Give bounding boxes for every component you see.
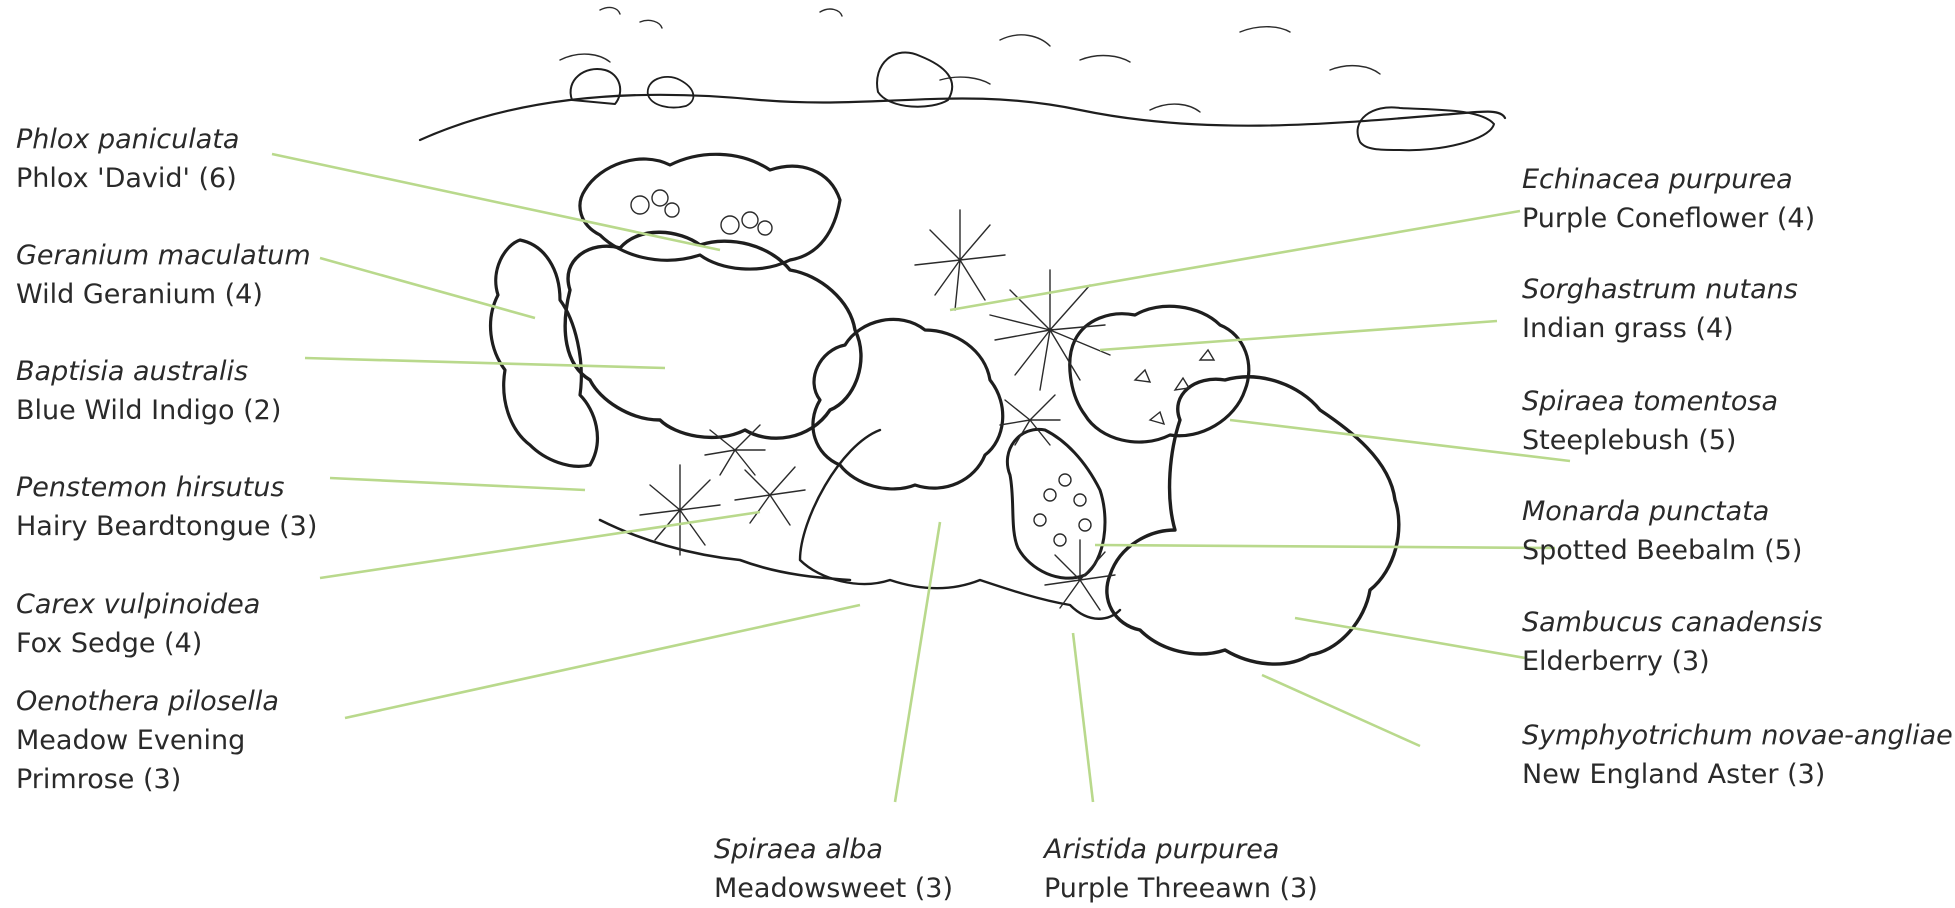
common-name: Purple Coneflower (4) xyxy=(1522,199,1815,238)
plant-label-spiraea-tomentosa: Spiraea tomentosa Steeplebush (5) xyxy=(1522,382,1778,460)
common-name: Hairy Beardtongue (3) xyxy=(16,507,317,546)
scientific-name: Carex vulpinoidea xyxy=(16,585,260,624)
plant-label-geranium: Geranium maculatum Wild Geranium (4) xyxy=(16,236,311,314)
leader-lines xyxy=(272,154,1570,802)
scientific-name: Spiraea tomentosa xyxy=(1522,382,1778,421)
plant-label-phlox: Phlox paniculata Phlox 'David' (6) xyxy=(16,120,239,198)
leader-line-monarda xyxy=(1095,545,1555,548)
scientific-name: Echinacea purpurea xyxy=(1522,160,1815,199)
scientific-name: Symphyotrichum novae-angliae xyxy=(1522,716,1953,755)
common-name: Blue Wild Indigo (2) xyxy=(16,391,281,430)
leader-line-baptisia xyxy=(305,358,665,368)
scientific-name: Phlox paniculata xyxy=(16,120,239,159)
plant-label-spiraea-alba: Spiraea alba Meadowsweet (3) xyxy=(714,830,953,908)
common-name: Spotted Beebalm (5) xyxy=(1522,531,1802,570)
leader-line-oenothera xyxy=(345,605,860,718)
background-boulders-sketch xyxy=(420,7,1505,150)
leader-line-penstemon xyxy=(330,478,585,490)
common-name: Indian grass (4) xyxy=(1522,309,1798,348)
leader-line-carex xyxy=(320,512,760,578)
flower-clusters xyxy=(631,190,1214,546)
plant-label-echinacea: Echinacea purpurea Purple Coneflower (4) xyxy=(1522,160,1815,238)
plant-label-aristida: Aristida purpurea Purple Threeawn (3) xyxy=(1044,830,1318,908)
scientific-name: Oenothera pilosella xyxy=(16,682,279,721)
scientific-name: Sambucus canadensis xyxy=(1522,603,1822,642)
scientific-name: Spiraea alba xyxy=(714,830,953,869)
grass-bursts xyxy=(640,210,1115,610)
common-name: Wild Geranium (4) xyxy=(16,275,311,314)
plant-label-baptisia: Baptisia australis Blue Wild Indigo (2) xyxy=(16,352,281,430)
leader-line-geranium xyxy=(320,258,535,318)
plant-label-symphyotrichum: Symphyotrichum novae-angliae New England… xyxy=(1522,716,1953,794)
leader-line-spiraea-alba xyxy=(895,522,940,802)
common-name: Meadowsweet (3) xyxy=(714,869,953,908)
leader-line-sorghastrum xyxy=(1100,321,1497,350)
scientific-name: Penstemon hirsutus xyxy=(16,468,317,507)
leader-line-spiraea-tomentosa xyxy=(1230,420,1570,461)
common-name: Fox Sedge (4) xyxy=(16,624,260,663)
scientific-name: Baptisia australis xyxy=(16,352,281,391)
plant-label-penstemon: Penstemon hirsutus Hairy Beardtongue (3) xyxy=(16,468,317,546)
scientific-name: Aristida purpurea xyxy=(1044,830,1318,869)
leader-line-aristida xyxy=(1073,633,1093,802)
common-name: Steeplebush (5) xyxy=(1522,421,1778,460)
common-name: Meadow Evening Primrose (3) xyxy=(16,721,276,799)
plant-label-monarda: Monarda punctata Spotted Beebalm (5) xyxy=(1522,492,1802,570)
leader-line-echinacea xyxy=(950,211,1520,310)
common-name: Elderberry (3) xyxy=(1522,642,1822,681)
common-name: Phlox 'David' (6) xyxy=(16,159,239,198)
scientific-name: Monarda punctata xyxy=(1522,492,1802,531)
plant-label-oenothera: Oenothera pilosella Meadow Evening Primr… xyxy=(16,682,279,799)
scientific-name: Geranium maculatum xyxy=(16,236,311,275)
common-name: Purple Threeawn (3) xyxy=(1044,869,1318,908)
plant-label-sorghastrum: Sorghastrum nutans Indian grass (4) xyxy=(1522,270,1798,348)
scientific-name: Sorghastrum nutans xyxy=(1522,270,1798,309)
leader-line-sambucus xyxy=(1295,618,1525,658)
common-name: New England Aster (3) xyxy=(1522,755,1953,794)
leader-line-symphyotrichum xyxy=(1262,675,1420,746)
plant-label-sambucus: Sambucus canadensis Elderberry (3) xyxy=(1522,603,1822,681)
plant-label-carex: Carex vulpinoidea Fox Sedge (4) xyxy=(16,585,260,663)
